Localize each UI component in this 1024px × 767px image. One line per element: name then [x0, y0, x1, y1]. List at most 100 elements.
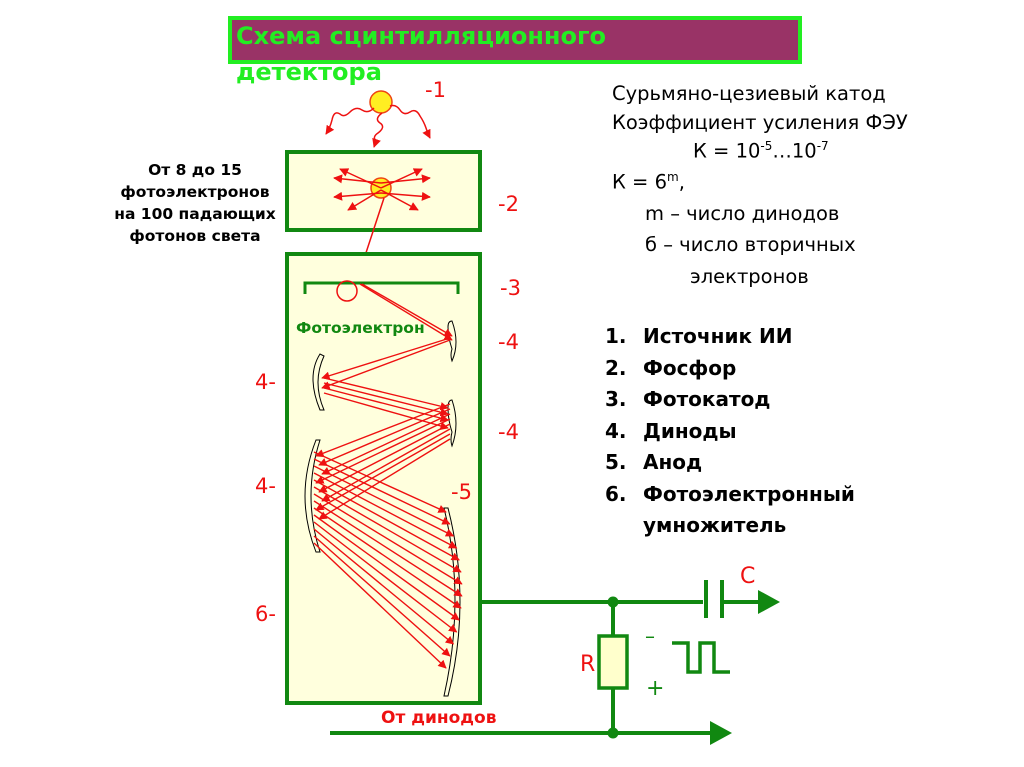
- callout-4c: 4-: [255, 370, 276, 394]
- cathode-type: Сурьмяно-цезиевый катод: [612, 82, 886, 105]
- legend-label: Фосфор: [643, 355, 737, 380]
- legend-num: 2.: [605, 355, 627, 380]
- electron-path: [313, 458, 451, 525]
- legend-num: 4.: [605, 418, 627, 443]
- electron-path: [321, 337, 451, 380]
- junction-node: [607, 727, 619, 739]
- minus-sign: –: [645, 624, 655, 648]
- emission-arrow: [333, 174, 382, 184]
- callout-5: -5: [451, 480, 472, 504]
- callout-3: -3: [500, 276, 521, 300]
- electron-path: [321, 413, 451, 475]
- legend-item: умножитель: [605, 510, 855, 542]
- emission-arrow: [339, 168, 382, 189]
- electron-path: [361, 283, 453, 337]
- title-line-2: детектора: [236, 58, 382, 86]
- note-line-3: на 100 падающих: [114, 205, 276, 223]
- photoelectron-label: Фотоэлектрон: [296, 319, 425, 337]
- electron-path: [313, 486, 462, 573]
- photoelectron-icon: [336, 280, 358, 302]
- component-legend: 1. Источник ИИ 2. Фосфор 3. Фотокатод 4. Дин…: [605, 321, 855, 542]
- callout-6: 6-: [255, 602, 276, 626]
- electron-path: [313, 451, 447, 513]
- legend-label: Источник ИИ: [643, 324, 793, 348]
- legend-item: 6. Фотоэлектронный: [605, 479, 855, 511]
- legend-label: Фотокатод: [643, 387, 771, 411]
- callout-1: -1: [425, 78, 446, 102]
- electron-path: [313, 500, 463, 597]
- electron-path: [323, 382, 449, 417]
- emission-arrow: [380, 168, 423, 189]
- gain-range-exp2: -7: [816, 139, 829, 153]
- from-dynodes-label: От динодов: [381, 708, 497, 728]
- electron-path: [318, 438, 451, 520]
- photocathode-bracket: [303, 281, 460, 294]
- pulse-waveform-icon: [672, 641, 730, 674]
- gain-formula-base: К = 6: [612, 170, 667, 194]
- legend-item: 3. Фотокатод: [605, 384, 855, 416]
- legend-num: 1.: [605, 324, 627, 348]
- junction-node: [607, 596, 619, 608]
- legend-item: 5. Анод: [605, 447, 855, 479]
- electron-path: [313, 465, 455, 537]
- electron-path: [315, 433, 451, 511]
- photon-wave-right: [389, 104, 431, 139]
- gain-formula-exp: m: [667, 170, 679, 184]
- callout-2: -2: [498, 192, 519, 216]
- gain-range-base: К = 10: [693, 139, 761, 163]
- photon-wave-left: [325, 107, 375, 135]
- resistor-label: R: [580, 652, 596, 677]
- legend-num: 6.: [605, 481, 627, 506]
- callout-4a: -4: [498, 330, 519, 354]
- electron-path: [323, 377, 449, 411]
- legend-item: 2. Фосфор: [605, 353, 855, 385]
- gain-formula-suffix: ,: [678, 170, 685, 194]
- gain-formula: К = 6m,: [612, 170, 685, 194]
- emission-arrow: [333, 191, 382, 201]
- emission-arrow: [380, 189, 419, 211]
- gain-coefficient-title: Коэффициент усиления ФЭУ: [612, 111, 908, 134]
- gain-range-exp1: -5: [760, 139, 773, 153]
- b-definition: б – число вторичных: [645, 233, 856, 256]
- ground-arrow-icon: [710, 721, 732, 745]
- electron-path: [313, 507, 462, 609]
- capacitor-label: C: [740, 564, 756, 589]
- electron-path: [313, 528, 455, 645]
- legend-label: Анод: [643, 450, 703, 474]
- electron-path: [315, 403, 451, 458]
- electron-path: [318, 408, 451, 466]
- legend-label: Фотоэлектронный: [643, 481, 855, 506]
- gain-range: К = 10-5…10-7: [693, 139, 829, 163]
- m-definition: m – число динодов: [645, 202, 840, 225]
- legend-label: умножитель: [643, 513, 787, 537]
- electron-path: [359, 283, 453, 341]
- electron-path: [313, 521, 458, 633]
- plus-sign: +: [646, 676, 665, 701]
- callout-4d: 4-: [255, 474, 276, 498]
- gain-range-mid: …10: [772, 139, 817, 163]
- output-arrow-icon: [758, 590, 780, 614]
- legend-label: Диноды: [643, 418, 737, 443]
- b-definition-cont: электронов: [690, 265, 809, 288]
- electron-path: [313, 493, 463, 585]
- note-line-4: фотонов света: [129, 227, 261, 245]
- photoelectron-yield-note: От 8 до 15 фотоэлектронов на 100 падающи…: [105, 159, 285, 247]
- electron-path: [318, 423, 451, 493]
- legend-item: 4. Диноды: [605, 416, 855, 448]
- legend-num: 5.: [605, 450, 627, 474]
- emission-arrow: [347, 189, 382, 211]
- electron-path: [323, 387, 449, 423]
- electron-path: [315, 418, 451, 484]
- electron-path: [313, 472, 458, 549]
- note-line-1: От 8 до 15: [148, 161, 242, 179]
- electron-path: [321, 339, 451, 390]
- dynode-4: [304, 439, 321, 553]
- note-line-2: фотоэлектронов: [120, 183, 270, 201]
- electron-path: [323, 392, 449, 430]
- dynode-2: [312, 353, 325, 411]
- legend-num: 3.: [605, 387, 627, 411]
- resistor: [597, 634, 629, 690]
- electron-path: [313, 542, 447, 669]
- title-line-1: Схема сцинтилляционного: [236, 22, 607, 50]
